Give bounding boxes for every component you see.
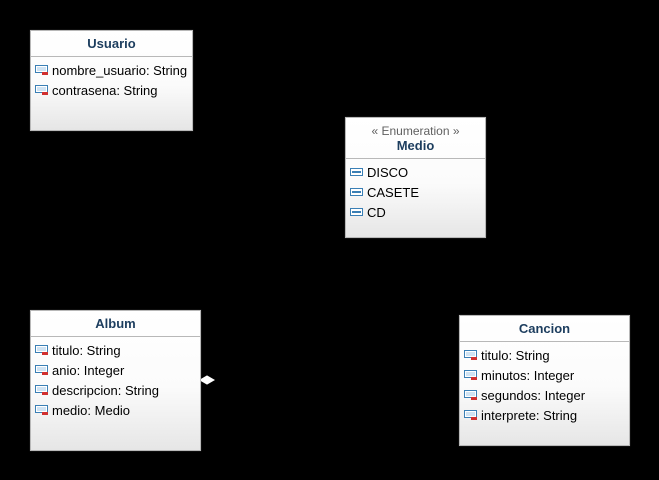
class-name: Cancion bbox=[518, 321, 571, 336]
class-header: Usuario bbox=[31, 31, 192, 57]
attribute-row[interactable]: medio: Medio bbox=[35, 400, 196, 420]
enum-literal-row[interactable]: CASETE bbox=[350, 182, 481, 202]
class-header: Cancion bbox=[460, 316, 629, 342]
attribute-icon bbox=[464, 349, 478, 361]
class-album[interactable]: Album titulo: String anio: Integer descr… bbox=[30, 310, 201, 451]
attribute-label: medio: Medio bbox=[52, 402, 131, 418]
attribute-icon bbox=[464, 409, 478, 421]
attribute-list: nombre_usuario: String contrasena: Strin… bbox=[31, 57, 192, 100]
attribute-row[interactable]: contrasena: String bbox=[35, 80, 188, 100]
attribute-icon bbox=[35, 364, 49, 376]
attribute-label: titulo: String bbox=[52, 342, 121, 358]
attribute-row[interactable]: minutos: Integer bbox=[464, 365, 625, 385]
enum-literal-label: DISCO bbox=[367, 164, 409, 180]
attribute-label: nombre_usuario: String bbox=[52, 62, 188, 78]
attribute-row[interactable]: titulo: String bbox=[35, 340, 196, 360]
attribute-label: interprete: String bbox=[481, 407, 578, 423]
enum-literal-row[interactable]: CD bbox=[350, 202, 481, 222]
attribute-icon bbox=[464, 369, 478, 381]
attribute-icon bbox=[35, 84, 49, 96]
attribute-row[interactable]: nombre_usuario: String bbox=[35, 60, 188, 80]
attribute-icon bbox=[35, 404, 49, 416]
attribute-label: titulo: String bbox=[481, 347, 550, 363]
class-name: Medio bbox=[396, 138, 435, 153]
album-medio-dependency bbox=[199, 199, 347, 341]
literal-list: DISCO CASETE CD bbox=[346, 159, 485, 222]
enum-literal-label: CD bbox=[367, 204, 386, 220]
class-cancion[interactable]: Cancion titulo: String minutos: Integer … bbox=[459, 315, 630, 446]
attribute-icon bbox=[35, 64, 49, 76]
attribute-row[interactable]: descripcion: String bbox=[35, 380, 196, 400]
attribute-list: titulo: String minutos: Integer segundos… bbox=[460, 342, 629, 425]
attribute-label: descripcion: String bbox=[52, 382, 159, 398]
attribute-icon bbox=[464, 389, 478, 401]
attribute-row[interactable]: interprete: String bbox=[464, 405, 625, 425]
attribute-list: titulo: String anio: Integer descripcion… bbox=[31, 337, 200, 420]
attribute-icon bbox=[35, 384, 49, 396]
composition-diamond-icon bbox=[198, 375, 216, 385]
enum-literal-icon bbox=[350, 167, 364, 177]
album-cancion-composition bbox=[214, 369, 461, 381]
enum-literal-icon bbox=[350, 187, 364, 197]
attribute-row[interactable]: titulo: String bbox=[464, 345, 625, 365]
class-header: Album bbox=[31, 311, 200, 337]
attribute-row[interactable]: anio: Integer bbox=[35, 360, 196, 380]
attribute-label: segundos: Integer bbox=[481, 387, 586, 403]
enum-literal-row[interactable]: DISCO bbox=[350, 162, 481, 182]
enum-literal-label: CASETE bbox=[367, 184, 420, 200]
class-name: Album bbox=[95, 316, 136, 331]
class-usuario[interactable]: Usuario nombre_usuario: String contrasen… bbox=[30, 30, 193, 131]
class-header: « Enumeration » Medio bbox=[346, 118, 485, 159]
attribute-label: contrasena: String bbox=[52, 82, 158, 98]
attribute-row[interactable]: segundos: Integer bbox=[464, 385, 625, 405]
enum-literal-icon bbox=[350, 207, 364, 217]
stereotype-label: « Enumeration » bbox=[371, 124, 460, 138]
enumeration-medio[interactable]: « Enumeration » Medio DISCO CASETE CD bbox=[345, 117, 486, 238]
attribute-icon bbox=[35, 344, 49, 356]
attribute-label: anio: Integer bbox=[52, 362, 125, 378]
attribute-label: minutos: Integer bbox=[481, 367, 575, 383]
class-name: Usuario bbox=[87, 36, 136, 51]
